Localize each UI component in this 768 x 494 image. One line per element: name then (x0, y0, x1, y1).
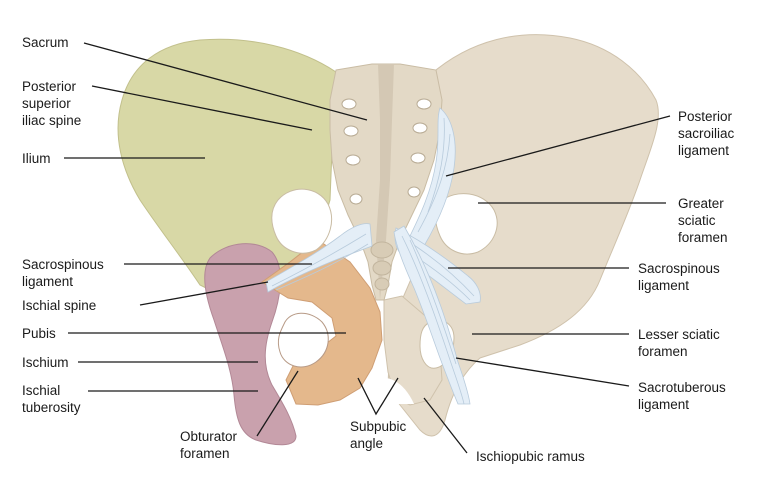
leader-sacrotuberous (455, 357, 630, 387)
sacral-foramen (410, 152, 426, 164)
left-pubis (261, 239, 383, 406)
leader-posterior-sacroiliac (445, 115, 671, 177)
left-ischium (204, 243, 297, 446)
left-sacrospinous-ligament (265, 223, 373, 293)
sacral-foramen (341, 98, 357, 110)
label-greater-sciatic-foramen: Greater sciatic foramen (678, 196, 728, 245)
label-posterior-sacroiliac-ligament: Posterior sacroiliac ligament (678, 109, 735, 158)
label-subpubic-angle: Subpubic angle (350, 419, 407, 451)
sacral-foramen (416, 98, 432, 110)
sacrotuberous-ligament (393, 225, 471, 405)
label-sacrotuberous-ligament: Sacrotuberous ligament (638, 380, 726, 412)
leader-ischial-spine (139, 281, 269, 306)
leader-sacrum (83, 42, 368, 121)
left-obturator-opening (277, 312, 329, 368)
sacral-foramen (343, 125, 359, 137)
right-hip-bone (387, 34, 659, 437)
left-greater-sciatic-opening (271, 188, 332, 254)
label-pubis: Pubis (22, 326, 56, 341)
label-posterior-superior-iliac-spine: Posterior superior iliac spine (22, 79, 82, 128)
leader-psis (91, 85, 313, 131)
sacral-foramen (412, 122, 428, 134)
label-ischium: Ischium (22, 355, 69, 370)
right-greater-sciatic-opening (435, 193, 498, 255)
sacral-foramen (345, 154, 361, 166)
leader-subpubic-angle (357, 377, 399, 416)
sacral-crest (376, 64, 394, 300)
label-ilium: Ilium (22, 151, 51, 166)
label-ischiopubic-ramus: Ischiopubic ramus (476, 449, 585, 464)
sacral-foramen (349, 193, 363, 205)
sacral-foramen (407, 186, 421, 198)
coccyx-segment (370, 241, 394, 259)
label-obturator-foramen: Obturator foramen (180, 429, 238, 461)
pubic-arch-opening (350, 378, 414, 404)
label-sacrospinous-ligament-right: Sacrospinous ligament (638, 261, 720, 293)
label-sacrum: Sacrum (22, 35, 69, 50)
label-ischial-tuberosity: Ischial tuberosity (22, 383, 81, 415)
label-sacrospinous-ligament-left: Sacrospinous ligament (22, 257, 104, 289)
leader-ischiopubic-ramus (423, 397, 468, 454)
leader-obturator-foramen (256, 370, 299, 437)
label-lesser-sciatic-foramen: Lesser sciatic foramen (638, 327, 720, 359)
coccyx-segment (374, 277, 390, 291)
coccyx-segment (372, 260, 392, 276)
label-ischial-spine: Ischial spine (22, 298, 97, 313)
